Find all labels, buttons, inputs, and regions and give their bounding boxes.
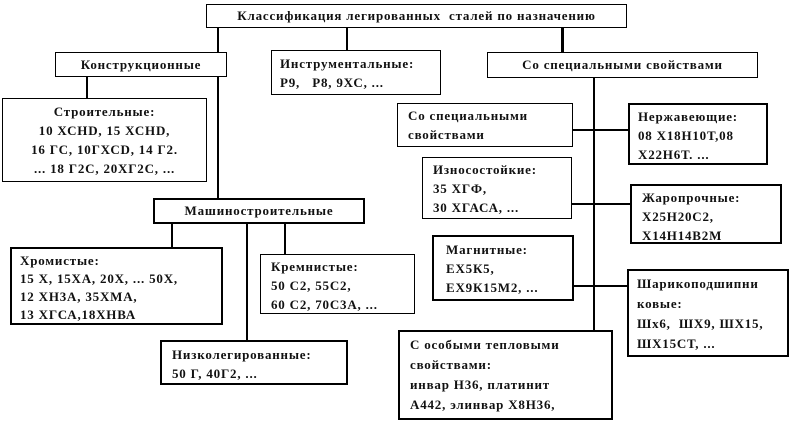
connector-machine-silicon <box>284 222 286 255</box>
bearing-title-1: Шарикоподшипни <box>637 276 759 291</box>
building-grades-3: ... 18 Г2С, 20ХГ2С, ... <box>33 161 176 176</box>
building-title: Строительные: <box>53 104 156 119</box>
wear-grades-1: 35 ХГФ, <box>433 181 487 196</box>
heat-resistant-grades-1: Х25Н20С2, <box>642 209 714 224</box>
connector-constructional-building <box>86 76 88 99</box>
silicon-title: Кремнистые: <box>271 259 359 274</box>
chromium-grades-2: 12 ХН3А, 35ХМА, <box>20 289 138 304</box>
silicon-grades-1: 50 С2, 55С2, <box>271 278 352 293</box>
box-silicon-steels: Кремнистые: 50 С2, 55С2, 60 С2, 70С3А, .… <box>260 254 415 314</box>
box-constructional: Конструкционные <box>55 52 227 77</box>
building-grades-1: 10 ХСНD, 15 ХСНD, <box>38 123 171 138</box>
wear-grades-2: 30 ХГАСА, ... <box>433 200 520 215</box>
connector-machine-chromium <box>171 222 173 248</box>
box-special-properties-sub: Со специальными свойствами <box>397 103 573 147</box>
chromium-grades-1: 15 Х, 15ХА, 20Х, ... 50Х, <box>20 271 178 286</box>
box-wear-resistant-steels: Износостойкие: 35 ХГФ, 30 ХГАСА, ... <box>422 157 572 219</box>
low-alloy-title: Низколегированные: <box>172 347 312 362</box>
heat-resistant-grades-2: Х14Н14В2М <box>642 228 723 243</box>
box-bearing-steels: Шарикоподшипни ковые: Шх6, ШХ9, ШХ15, ШХ… <box>627 269 789 357</box>
chromium-title: Хромистые: <box>20 253 100 268</box>
bearing-grades-2: ШХ15СТ, ... <box>637 336 716 351</box>
instrumental-grades: Р9, Р8, 9ХС, ... <box>280 75 384 90</box>
connector-title-special <box>561 27 564 53</box>
magnetic-grades-1: ЕХ5К5, <box>446 261 495 276</box>
stainless-grades-1: 08 Х18Н10Т,08 <box>638 128 734 143</box>
connector-title-instrumental <box>346 27 348 51</box>
constructional-label: Конструкционные <box>80 56 202 72</box>
thermal-grades-1: инвар Н36, платинит <box>410 377 550 392</box>
thermal-title-1: С особыми тепловыми <box>410 337 560 352</box>
stainless-title: Нержавеющие: <box>638 109 738 124</box>
box-building-steels: Строительные: 10 ХСНD, 15 ХСНD, 16 ГС, 1… <box>2 98 207 182</box>
connector-constructional-machine <box>217 76 219 199</box>
connector-machine-lowalloy <box>246 222 248 341</box>
diagram-title: Классификация легированных сталей по наз… <box>237 8 596 23</box>
bearing-grades-1: Шх6, ШХ9, ШХ15, <box>637 316 764 331</box>
box-instrumental: Инструментальные: Р9, Р8, 9ХС, ... <box>271 50 441 95</box>
thermal-title-2: свойствами: <box>410 357 492 372</box>
connector-title-constructional <box>217 27 219 53</box>
machine-building-label: Машиностроительные <box>184 203 334 218</box>
box-chromium-steels: Хромистые: 15 Х, 15ХА, 20Х, ... 50Х, 12 … <box>10 247 223 325</box>
magnetic-grades-2: ЕХ9К15М2, ... <box>446 280 539 295</box>
box-low-alloy-steels: Низколегированные: 50 Г, 40Г2, ... <box>160 340 348 385</box>
thermal-grades-2: А442, элинвар Х8Н36, <box>410 397 556 412</box>
special-group-label: Со специальными свойствами <box>522 57 723 72</box>
stainless-grades-2: Х22Н6Т. ... <box>638 147 710 162</box>
building-grades-2: 16 ГС, 10ГХСD, 14 Г2. <box>31 142 178 157</box>
box-thermal-properties-steels: С особыми тепловыми свойствами: инвар Н3… <box>398 330 613 420</box>
magnetic-title: Магнитные: <box>446 242 528 257</box>
chromium-grades-3: 13 ХГСА,18ХНВА <box>20 307 137 322</box>
silicon-grades-2: 60 С2, 70С3А, ... <box>271 297 378 312</box>
box-machine-building: Машиностроительные <box>153 198 365 224</box>
box-magnetic-steels: Магнитные: ЕХ5К5, ЕХ9К15М2, ... <box>432 235 574 301</box>
box-special-properties-group: Со специальными свойствами <box>487 52 758 78</box>
heat-resistant-title: Жаропрочные: <box>642 190 741 205</box>
connector-specialprops-stainless <box>572 129 629 131</box>
special-sub-line-2: свойствами <box>408 127 485 142</box>
connector-magnetic-bearing <box>573 285 628 287</box>
box-title: Классификация легированных сталей по наз… <box>206 4 627 28</box>
wear-title: Износостойкие: <box>433 162 537 177</box>
box-stainless-steels: Нержавеющие: 08 Х18Н10Т,08 Х22Н6Т. ... <box>628 103 768 165</box>
connector-wear-heatresistant <box>571 203 631 205</box>
box-heat-resistant-steels: Жаропрочные: Х25Н20С2, Х14Н14В2М <box>630 184 782 244</box>
instrumental-title: Инструментальные: <box>280 56 415 71</box>
special-sub-line-1: Со специальными <box>408 108 528 123</box>
bearing-title-2: ковые: <box>637 296 683 311</box>
low-alloy-grades: 50 Г, 40Г2, ... <box>172 366 258 381</box>
